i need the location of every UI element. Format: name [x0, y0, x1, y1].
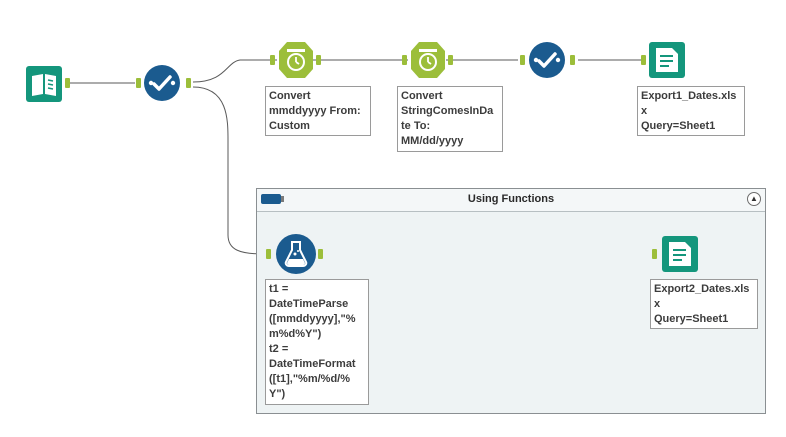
output-document-icon — [662, 236, 698, 272]
formula-tool[interactable] — [275, 233, 317, 275]
output-data-tool-2[interactable] — [662, 236, 698, 272]
container-header[interactable]: Using Functions ▲ — [257, 189, 765, 212]
book-icon — [26, 66, 62, 102]
output-anchor[interactable] — [448, 55, 453, 65]
select-checkmark-icon — [144, 65, 180, 101]
annotation-output-2: Export2_Dates.xls x Query=Sheet1 — [650, 279, 758, 329]
input-anchor[interactable] — [641, 55, 646, 65]
input-anchor[interactable] — [136, 78, 141, 88]
output-data-tool-1[interactable] — [649, 42, 685, 78]
annotation-datetime-2: Convert StringComesInDa te To: MM/dd/yyy… — [397, 86, 503, 152]
datetime-clock-icon — [411, 42, 445, 78]
container-toggle-icon[interactable] — [261, 194, 284, 204]
annotation-datetime-1: Convert mmddyyyy From: Custom — [265, 86, 371, 136]
formula-flask-icon — [276, 234, 316, 274]
output-anchor[interactable] — [570, 55, 575, 65]
output-document-icon — [649, 42, 685, 78]
input-anchor[interactable] — [266, 249, 271, 259]
input-anchor[interactable] — [402, 55, 407, 65]
select-checkmark-icon — [529, 42, 565, 78]
collapse-icon[interactable]: ▲ — [747, 192, 761, 206]
container-title: Using Functions — [467, 193, 555, 205]
select-tool[interactable] — [143, 64, 181, 102]
output-anchor[interactable] — [186, 78, 191, 88]
input-anchor[interactable] — [520, 55, 525, 65]
input-data-tool[interactable] — [26, 66, 62, 102]
datetime-clock-icon — [279, 42, 313, 78]
annotation-formula: t1 = DateTimeParse ([mmddyyyy],"% m%d%Y"… — [265, 279, 369, 405]
datetime-tool-2[interactable] — [410, 41, 446, 79]
output-anchor[interactable] — [316, 55, 321, 65]
annotation-output-1: Export1_Dates.xls x Query=Sheet1 — [637, 86, 745, 136]
output-anchor[interactable] — [65, 78, 70, 88]
select-tool-2[interactable] — [528, 41, 566, 79]
input-anchor[interactable] — [652, 249, 657, 259]
output-anchor[interactable] — [318, 249, 323, 259]
input-anchor[interactable] — [270, 55, 275, 65]
datetime-tool-1[interactable] — [278, 41, 314, 79]
